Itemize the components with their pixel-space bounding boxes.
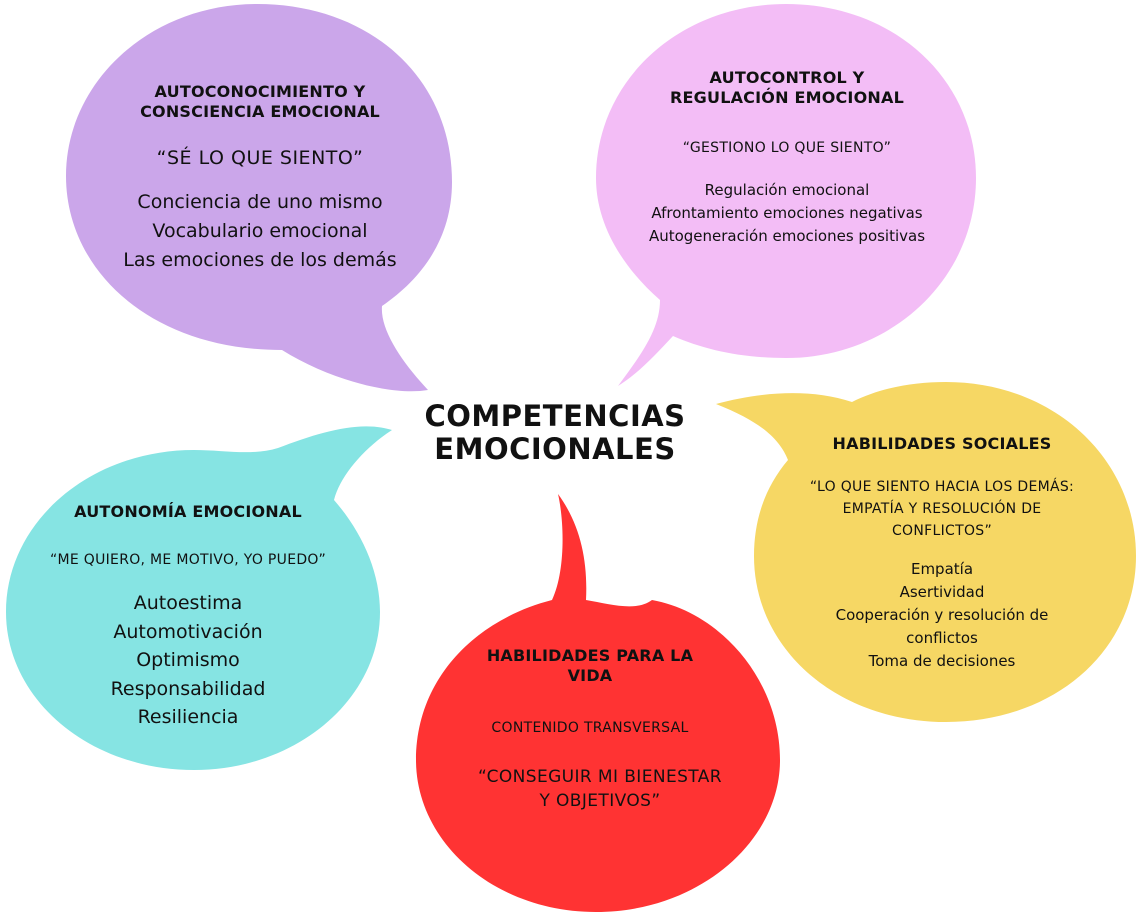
- bubble-quote: “LO QUE SIENTO HACIA LOS DEMÁS: EMPATÍA …: [809, 479, 1075, 539]
- list-item: Toma de decisiones: [868, 652, 1016, 670]
- bubble-title: AUTOCONOCIMIENTO Y CONSCIENCIA EMOCIONAL: [140, 82, 380, 121]
- bubble-habilidades-sociales: HABILIDADES SOCIALES “LO QUE SIENTO HACI…: [772, 434, 1112, 673]
- bubble-quote: CONTENIDO TRANSVERSAL: [491, 720, 689, 736]
- center-title-line2: EMOCIONALES: [434, 432, 676, 466]
- list-item: Cooperación y resolución de: [835, 606, 1049, 624]
- list-item: “CONSEGUIR MI BIENESTAR: [477, 767, 722, 787]
- bubble-autonomia-shape: [6, 426, 392, 770]
- bubble-items: Empatía Asertividad Cooperación y resolu…: [772, 558, 1112, 673]
- center-title: COMPETENCIAS EMOCIONALES: [395, 400, 715, 466]
- bubble-title: HABILIDADES PARA LA VIDA: [486, 646, 694, 685]
- list-item: Responsabilidad: [110, 677, 266, 700]
- bubble-habilidades-vida-shape: [416, 494, 780, 912]
- bubble-autocontrol: AUTOCONTROL Y REGULACIÓN EMOCIONAL “GEST…: [616, 68, 958, 248]
- list-item: Las emociones de los demás: [123, 249, 397, 271]
- list-item: Afrontamiento emociones negativas: [651, 204, 923, 222]
- bubble-items: Regulación emocional Afrontamiento emoci…: [616, 179, 958, 248]
- bubble-autocontrol-shape: [596, 4, 976, 386]
- list-item: Automotivación: [113, 620, 263, 643]
- bubble-title: HABILIDADES SOCIALES: [832, 434, 1052, 453]
- bubble-title: AUTONOMÍA EMOCIONAL: [74, 502, 302, 521]
- list-item: Regulación emocional: [704, 181, 870, 199]
- list-item: Empatía: [910, 560, 974, 578]
- bubble-quote: “ME QUIERO, ME MOTIVO, YO PUEDO”: [49, 552, 327, 568]
- list-item: Asertividad: [899, 583, 985, 601]
- bubble-quote: “GESTIONO LO QUE SIENTO”: [682, 140, 892, 156]
- bubble-habilidades-vida: HABILIDADES PARA LA VIDA CONTENIDO TRANS…: [440, 646, 740, 813]
- bubble-title: AUTOCONTROL Y REGULACIÓN EMOCIONAL: [670, 68, 904, 107]
- bubble-autoconocimiento-shape: [66, 4, 452, 392]
- bubble-autonomia: AUTONOMÍA EMOCIONAL “ME QUIERO, ME MOTIV…: [22, 502, 354, 732]
- list-item: Optimismo: [136, 649, 240, 671]
- center-title-line1: COMPETENCIAS: [424, 399, 686, 433]
- list-item: conflictos: [906, 629, 978, 647]
- bubble-habilidades-sociales-shape: [716, 382, 1136, 722]
- list-item: Vocabulario emocional: [152, 220, 368, 242]
- bubble-autoconocimiento: AUTOCONOCIMIENTO Y CONSCIENCIA EMOCIONAL…: [90, 82, 430, 275]
- list-item: Resiliencia: [137, 706, 239, 728]
- list-item: Autoestima: [133, 592, 243, 614]
- list-item: Autogeneración emociones positivas: [648, 227, 926, 245]
- bubble-items: Conciencia de uno mismo Vocabulario emoc…: [90, 188, 430, 275]
- bubble-items: Autoestima Automotivación Optimismo Resp…: [22, 589, 354, 732]
- list-item: Conciencia de uno mismo: [137, 191, 383, 213]
- list-item: Y OBJETIVOS”: [539, 791, 661, 811]
- bubble-items: “CONSEGUIR MI BIENESTAR Y OBJETIVOS”: [460, 765, 740, 813]
- bubble-quote: “SÉ LO QUE SIENTO”: [156, 147, 364, 169]
